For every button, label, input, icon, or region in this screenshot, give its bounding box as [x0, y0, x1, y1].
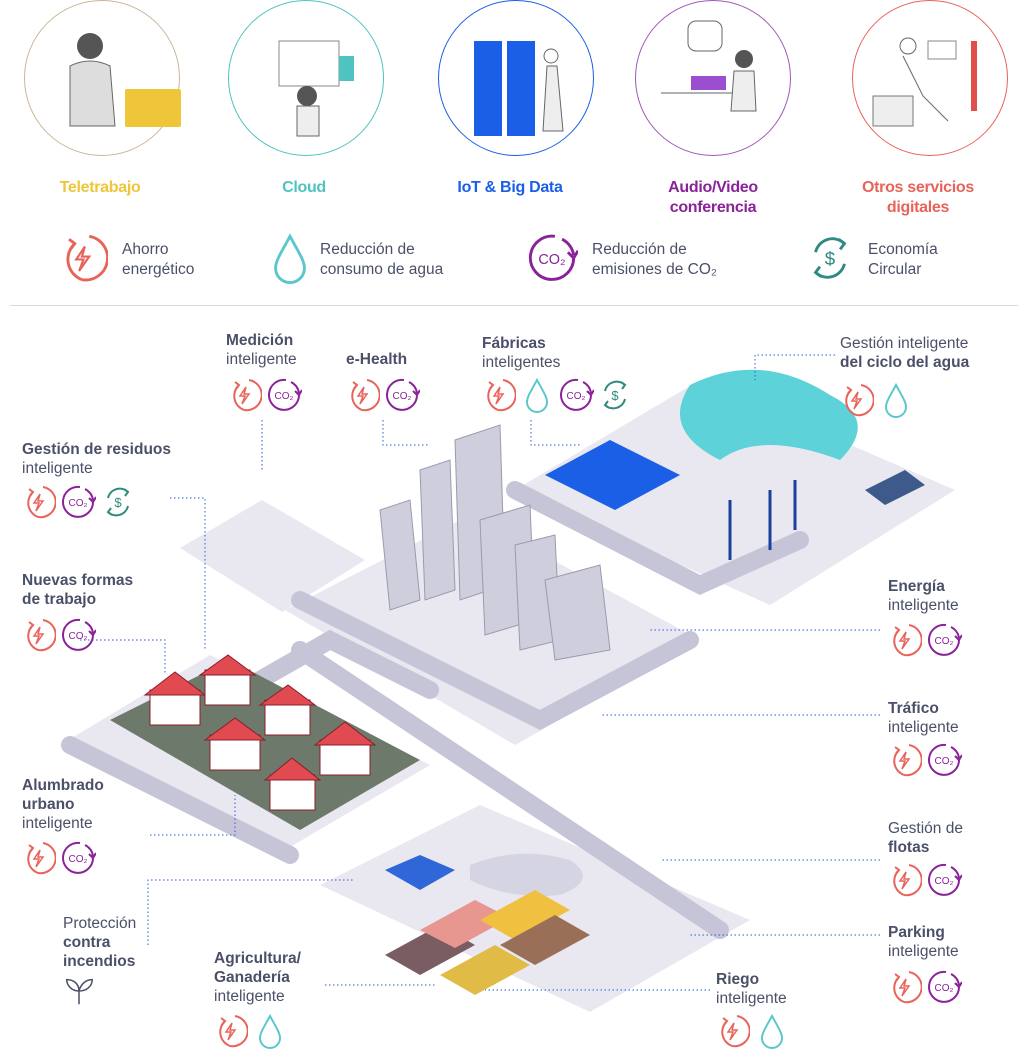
svg-text:CO₂: CO₂	[935, 876, 954, 887]
energy-saving-icon	[714, 1013, 751, 1049]
water-drop-icon	[754, 1013, 790, 1049]
co2-icon: CO₂	[266, 377, 303, 413]
svg-text:$: $	[825, 248, 836, 269]
energy-saving-icon	[20, 840, 57, 876]
sprout-icon	[62, 974, 96, 1008]
cloud-illustration	[228, 0, 384, 156]
svg-text:CO₂: CO₂	[935, 756, 954, 767]
co2-icon: CO₂	[60, 617, 97, 653]
svg-text:CO₂: CO₂	[935, 983, 954, 994]
power-station-platform	[180, 500, 365, 612]
circular-economy-icon: $	[100, 484, 136, 520]
energy-saving-icon	[838, 382, 875, 418]
energy-saving-icon	[212, 1013, 249, 1049]
energy-saving-icon	[886, 969, 923, 1005]
water-drop-icon	[519, 377, 555, 413]
roads	[61, 481, 809, 939]
energy-saving-icon	[56, 232, 110, 284]
co2-icon: CO₂	[526, 232, 580, 284]
audio-video-illustration	[635, 0, 791, 156]
energy-saving-icon	[480, 377, 517, 413]
houses	[143, 654, 377, 811]
category-teletrabajo: Teletrabajo	[59, 179, 141, 196]
svg-text:CO₂: CO₂	[393, 391, 412, 402]
co2-icon: CO₂	[60, 484, 97, 520]
co2-icon: CO₂	[926, 969, 963, 1005]
svg-text:CO₂: CO₂	[275, 391, 294, 402]
solar-panels	[865, 470, 925, 505]
industrial-zone-platform	[515, 380, 955, 605]
factory-blue	[545, 440, 680, 510]
divider	[10, 305, 1018, 306]
energy-saving-icon	[344, 377, 381, 413]
water-drop-icon	[878, 382, 914, 418]
svg-text:CO₂: CO₂	[69, 498, 88, 509]
co2-icon: CO₂	[926, 622, 963, 658]
energy-saving-icon	[886, 742, 923, 778]
pond	[470, 853, 583, 896]
circular-economy-icon: $	[597, 377, 633, 413]
otros-servicios-illustration	[852, 0, 1008, 156]
svg-text:CO₂: CO₂	[69, 854, 88, 865]
svg-text:CO₂: CO₂	[567, 391, 586, 402]
svg-text:CO₂: CO₂	[69, 631, 88, 642]
energy-saving-icon	[20, 617, 57, 653]
energy-saving-icon	[886, 862, 923, 898]
energy-saving-icon	[226, 377, 263, 413]
teletrabajo-illustration	[24, 0, 181, 156]
co2-icon: CO₂	[558, 377, 595, 413]
water-drop-icon	[264, 232, 316, 284]
wind-turbines	[728, 480, 797, 560]
svg-text:CO₂: CO₂	[935, 636, 954, 647]
category-iot: IoT & Big Data	[457, 179, 563, 196]
reservoir-water	[680, 369, 858, 460]
svg-text:$: $	[114, 495, 122, 510]
category-cloud: Cloud	[282, 179, 326, 196]
water-drop-icon	[252, 1013, 288, 1049]
svg-text:CO₂: CO₂	[538, 252, 565, 268]
iot-illustration	[438, 0, 594, 156]
energy-saving-icon	[886, 622, 923, 658]
energy-saving-icon	[20, 484, 57, 520]
city-buildings	[379, 424, 611, 661]
co2-icon: CO₂	[926, 862, 963, 898]
barn-roof	[385, 855, 455, 890]
co2-icon: CO₂	[926, 742, 963, 778]
farm-fields	[385, 890, 590, 995]
co2-icon: CO₂	[60, 840, 97, 876]
circular-economy-icon: $	[804, 232, 856, 284]
svg-text:$: $	[611, 388, 619, 403]
leader-lines	[80, 354, 880, 991]
co2-icon: CO₂	[384, 377, 421, 413]
label-ehealth: e-Health	[346, 351, 408, 368]
